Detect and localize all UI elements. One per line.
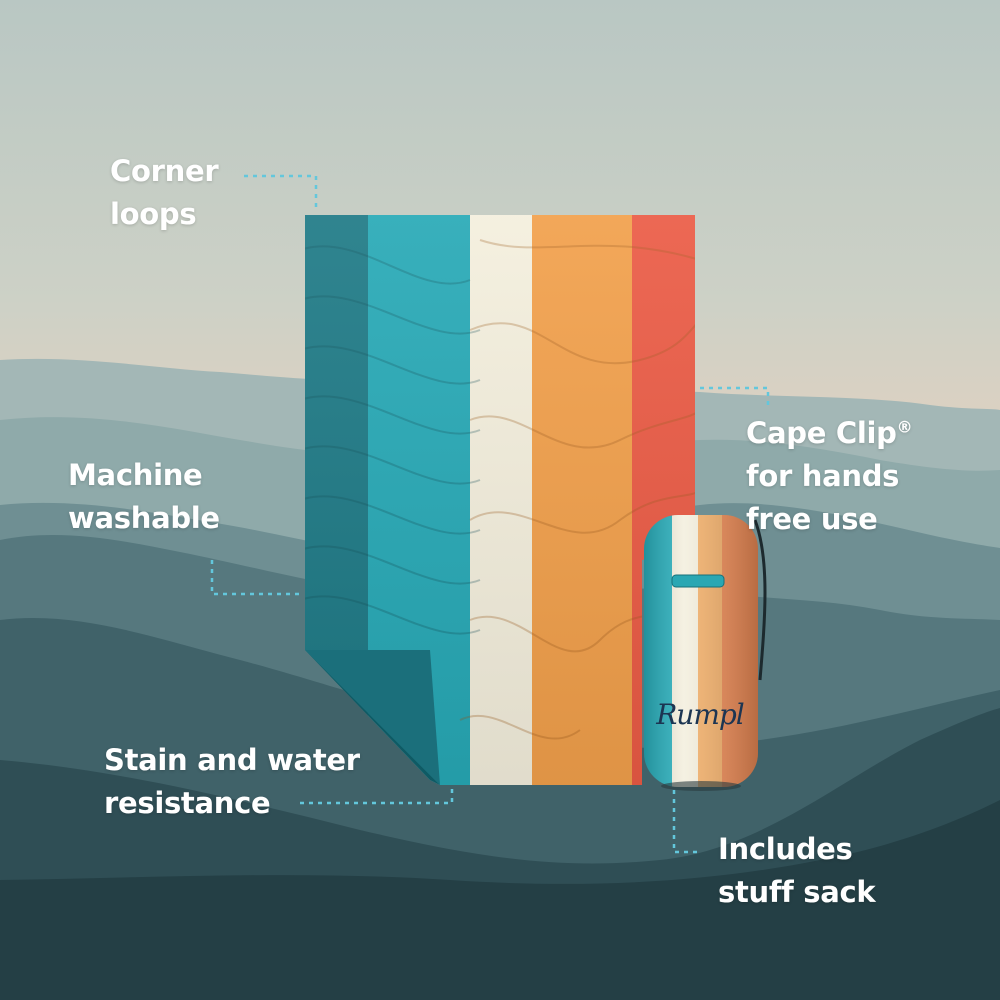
callout-text: free use <box>746 502 878 536</box>
leader-stain <box>300 786 454 805</box>
callout-text: loops <box>110 197 197 231</box>
leader-corner-loops <box>244 174 318 212</box>
callout-text: Includes <box>718 832 853 866</box>
callout-text: Machine <box>68 458 203 492</box>
callout-cape-clip: Cape Clip® for hands free use <box>746 412 913 541</box>
callout-stain-water-resistance: Stain and water resistance <box>104 739 360 825</box>
blanket <box>305 215 695 785</box>
callout-text: Stain and water <box>104 743 360 777</box>
leader-cape-clip <box>700 386 770 408</box>
foreground-forest <box>0 800 1000 1000</box>
stuff-sack <box>644 515 758 787</box>
leader-lines <box>210 174 770 854</box>
leader-machine-washable <box>210 560 300 596</box>
leader-stuff-sack <box>672 790 700 854</box>
callout-text: washable <box>68 501 220 535</box>
callout-text-line: Cape Clip® <box>746 412 913 455</box>
sack-logo: Rumpl <box>656 698 745 731</box>
callout-text: for hands <box>746 459 900 493</box>
registered-mark: ® <box>896 417 913 437</box>
callout-corner-loops: Corner loops <box>110 150 219 236</box>
callout-text: stuff sack <box>718 875 876 909</box>
callout-text: Corner <box>110 154 219 188</box>
callout-text: Cape Clip <box>746 416 897 450</box>
sack-drawcord <box>753 519 767 681</box>
callout-stuff-sack: Includes stuff sack <box>718 828 876 914</box>
callout-machine-washable: Machine washable <box>68 454 220 540</box>
sack-bottom <box>661 781 741 791</box>
callout-text: resistance <box>104 786 271 820</box>
